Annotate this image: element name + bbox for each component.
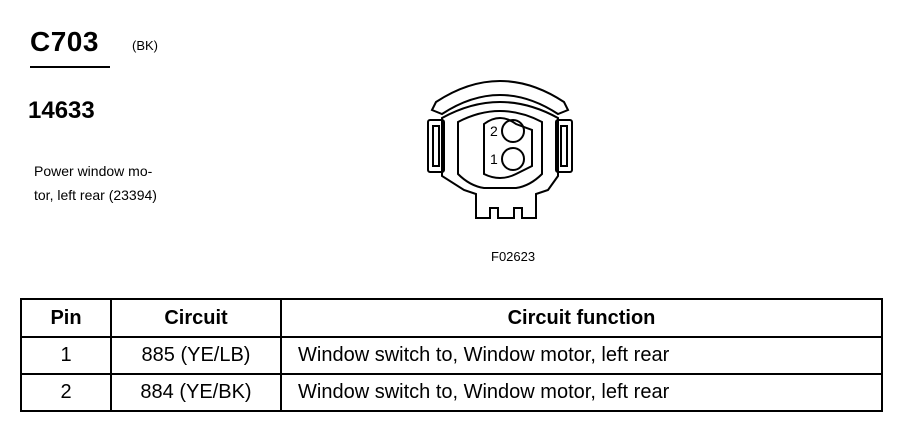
pin-1-socket: [501, 147, 525, 171]
pin-cavity-body: [483, 117, 533, 179]
pin-table: Pin Circuit Circuit function 1 885 (YE/L…: [20, 298, 883, 412]
table-header-row: Pin Circuit Circuit function: [20, 298, 883, 338]
connector-housing: [441, 101, 559, 219]
table-row: 2 884 (YE/BK) Window switch to, Window m…: [20, 373, 883, 412]
figure-id: F02623: [491, 249, 536, 264]
cell-circuit: 885 (YE/LB): [110, 336, 282, 375]
cell-circuit-function: Window switch to, Window motor, left rea…: [280, 373, 883, 412]
pin-1-label: 1: [490, 151, 498, 167]
header-circuit: Circuit: [110, 298, 282, 338]
cell-pin: 1: [20, 336, 112, 375]
pin-2-label: 2: [490, 123, 498, 139]
left-latch-inner: [432, 125, 440, 167]
cell-circuit: 884 (YE/BK): [110, 373, 282, 412]
connector-color: (BK): [132, 38, 158, 53]
right-latch-inner: [560, 125, 568, 167]
connector-id-underline: [30, 66, 110, 68]
right-latch: [555, 119, 573, 173]
description-line-2: tor, left rear (23394): [34, 187, 157, 203]
description-line-1: Power window mo-: [34, 163, 153, 179]
connector-shell-arch: [430, 80, 570, 116]
cell-pin: 2: [20, 373, 112, 412]
cell-circuit-function: Window switch to, Window motor, left rea…: [280, 336, 883, 375]
header-circuit-function: Circuit function: [280, 298, 883, 338]
connector-id: C703: [30, 26, 99, 57]
header-pin: Pin: [20, 298, 112, 338]
connector-face-drawing: 2 1: [427, 80, 573, 219]
part-number: 14633: [28, 97, 95, 124]
left-latch: [427, 119, 445, 173]
connector-face-outline: [457, 110, 543, 189]
table-row: 1 885 (YE/LB) Window switch to, Window m…: [20, 336, 883, 375]
pin-2-socket: [501, 119, 525, 143]
